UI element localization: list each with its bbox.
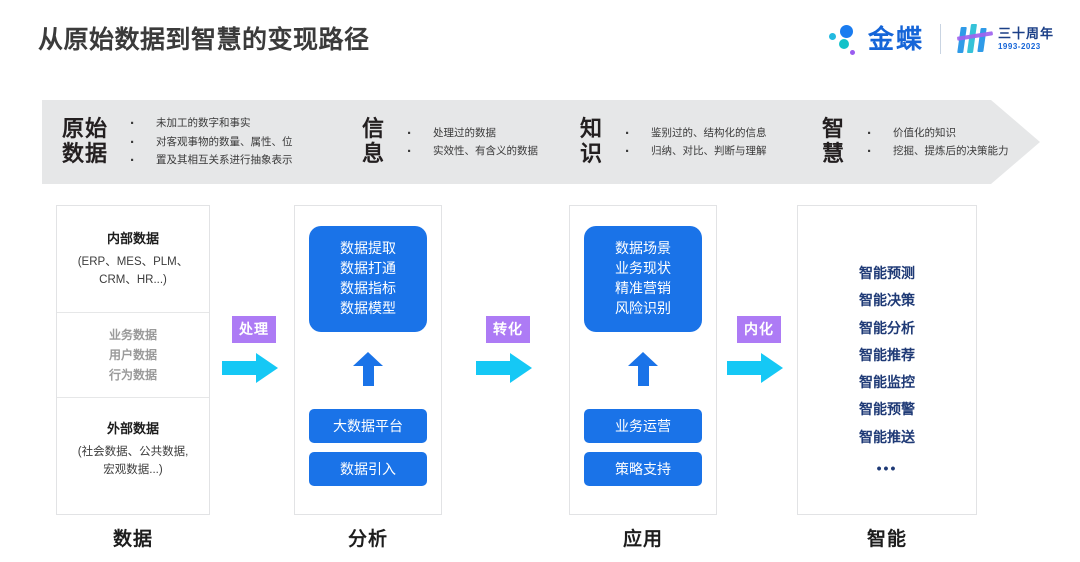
- intelligence-item: 智能监控: [859, 374, 915, 391]
- connector-label: 内化: [737, 316, 781, 343]
- banner-bullet: 归纳、对比、判断与理解: [617, 139, 767, 166]
- kingdee-dots-icon: [828, 23, 858, 55]
- banner-stage-title-line1: 信: [362, 116, 386, 142]
- banner-stage-title-line2: 息: [362, 141, 386, 166]
- banner-stage-title-line2: 慧: [822, 141, 846, 166]
- connector-transformation: 转化: [476, 316, 540, 383]
- brand-lockup: 金蝶 三十周年 1993-2023: [828, 19, 1054, 59]
- column-footer-analysis: 分析: [347, 529, 388, 550]
- data-type-item: 行为数据: [108, 367, 157, 382]
- card-divider: [57, 397, 209, 399]
- banner-stage-bullets: 鉴别过的、结构化的信息 归纳、对比、判断与理解: [617, 121, 767, 166]
- card-analysis: 数据提取 数据打通 数据指标 数据模型 大数据平台 数据引入: [294, 205, 442, 515]
- arrow-right-icon: [476, 353, 540, 383]
- intelligence-item: 智能预警: [859, 401, 915, 418]
- arrow-up-icon: [353, 351, 383, 386]
- application-capability-line: 风险识别: [615, 299, 671, 316]
- arrow-right-icon: [727, 353, 791, 383]
- connector-processing: 处理: [222, 316, 286, 383]
- banner-bullet: 挖掘、提炼后的决策能力: [859, 139, 1009, 166]
- banner-stage-wisdom: 智 慧 价值化的知识 挖掘、提炼后的决策能力: [822, 100, 1009, 184]
- anniversary-badge: 三十周年 1993-2023: [956, 24, 1054, 54]
- analysis-foundation-pill[interactable]: 大数据平台: [309, 409, 427, 443]
- internal-data-title: 内部数据: [106, 231, 159, 246]
- column-footer-application: 应用: [622, 529, 663, 550]
- external-data-title: 外部数据: [106, 421, 159, 437]
- column-footer-intelligence: 智能: [866, 529, 907, 550]
- card-application: 数据场景 业务现状 精准营销 风险识别 业务运营 策略支持: [569, 205, 717, 515]
- intelligence-item: 智能推送: [859, 428, 915, 445]
- anniversary-label: 三十周年: [997, 26, 1054, 41]
- banner-stage-bullets: 价值化的知识 挖掘、提炼后的决策能力: [859, 121, 1009, 166]
- column-footer-data: 数据: [112, 529, 153, 550]
- anniversary-years: 1993-2023: [997, 42, 1041, 51]
- intelligence-item: 智能分析: [859, 319, 915, 336]
- card-data-external-section: 外部数据 (社会数据、公共数据, 宏观数据...): [57, 398, 209, 480]
- banner-bullet: 未加工的数字和事实: [122, 111, 293, 138]
- internal-data-sub-line1: (ERP、MES、PLM、: [77, 256, 189, 268]
- data-type-item: 业务数据: [108, 327, 157, 342]
- application-capability-line: 业务现状: [615, 259, 671, 276]
- page-title: 从原始数据到智慧的变现路径: [38, 26, 370, 54]
- intelligence-item: 智能决策: [859, 292, 915, 309]
- banner-stage-title-line2: 数据: [62, 141, 109, 166]
- analysis-capability-line: 数据指标: [340, 279, 396, 296]
- analysis-capability-line: 数据模型: [340, 299, 396, 316]
- intelligence-ellipsis: •••: [876, 460, 898, 477]
- card-data-middle-section: 业务数据 用户数据 行为数据: [57, 313, 209, 397]
- banner-stage-title-line1: 原始: [62, 116, 109, 142]
- banner-stage-bullets: 未加工的数字和事实 对客观事物的数量、属性、位 置及其相互关系进行抽象表示: [122, 111, 293, 175]
- card-intelligence: 智能预测 智能决策 智能分析 智能推荐 智能监控 智能预警 智能推送 •••: [797, 205, 977, 515]
- banner-bullet: 价值化的知识: [859, 121, 1009, 148]
- internal-data-sub-line2: CRM、HR...): [99, 273, 167, 286]
- card-data-internal-section: 内部数据 (ERP、MES、PLM、 CRM、HR...): [57, 206, 209, 290]
- card-data: 内部数据 (ERP、MES、PLM、 CRM、HR...) 业务数据 用户数据 …: [56, 205, 210, 515]
- application-foundation-pill[interactable]: 策略支持: [584, 452, 702, 486]
- intelligence-item: 智能推荐: [859, 346, 915, 363]
- application-foundation-group: 业务运营 策略支持: [584, 400, 702, 486]
- analysis-foundation-pill[interactable]: 数据引入: [309, 452, 427, 486]
- intelligence-item: 智能预测: [859, 265, 915, 281]
- anniversary-mark-icon: [956, 24, 994, 54]
- application-capability-line: 数据场景: [615, 240, 671, 256]
- banner-stage-bullets: 处理过的数据 实效性、有含义的数据: [399, 121, 538, 166]
- external-data-sub-line2: 宏观数据...): [103, 463, 163, 476]
- banner-stage-raw-data: 原始 数据 未加工的数字和事实 对客观事物的数量、属性、位 置及其相互关系进行抽…: [62, 100, 293, 184]
- banner-stage-title-line1: 知: [580, 116, 604, 142]
- banner-bullet: 置及其相互关系进行抽象表示: [122, 148, 293, 175]
- card-divider: [57, 311, 209, 313]
- analysis-capability-box[interactable]: 数据提取 数据打通 数据指标 数据模型: [309, 226, 427, 332]
- banner-stage-information: 信 息 处理过的数据 实效性、有含义的数据: [362, 100, 538, 184]
- analysis-capability-line: 数据打通: [340, 259, 396, 276]
- brand-name: 金蝶: [867, 24, 924, 54]
- banner-bullet: 实效性、有含义的数据: [399, 139, 538, 166]
- data-type-item: 用户数据: [108, 347, 157, 362]
- banner-stage-title-line2: 识: [580, 141, 604, 166]
- stage-banner: 原始 数据 未加工的数字和事实 对客观事物的数量、属性、位 置及其相互关系进行抽…: [42, 100, 1040, 184]
- external-data-sub-line1: (社会数据、公共数据,: [77, 446, 189, 459]
- analysis-foundation-group: 大数据平台 数据引入: [309, 400, 427, 486]
- banner-stage-title-line1: 智: [822, 116, 846, 142]
- intelligence-item-list: 智能预测 智能决策 智能分析 智能推荐 智能监控 智能预警 智能推送 •••: [798, 206, 976, 482]
- arrow-right-icon: [222, 353, 286, 383]
- application-foundation-pill[interactable]: 业务运营: [584, 409, 702, 443]
- banner-bullet: 对客观事物的数量、属性、位: [122, 130, 293, 157]
- banner-bullet: 鉴别过的、结构化的信息: [617, 121, 767, 148]
- banner-bullet: 处理过的数据: [399, 121, 538, 148]
- banner-stage-knowledge: 知 识 鉴别过的、结构化的信息 归纳、对比、判断与理解: [580, 100, 767, 184]
- connector-label: 处理: [232, 316, 276, 343]
- analysis-capability-line: 数据提取: [340, 240, 396, 256]
- application-capability-line: 精准营销: [615, 279, 671, 296]
- connector-label: 转化: [486, 316, 530, 343]
- connector-internalization: 内化: [727, 316, 791, 383]
- application-capability-box[interactable]: 数据场景 业务现状 精准营销 风险识别: [584, 226, 702, 332]
- brand-divider: [939, 24, 941, 54]
- arrow-up-icon: [628, 351, 658, 386]
